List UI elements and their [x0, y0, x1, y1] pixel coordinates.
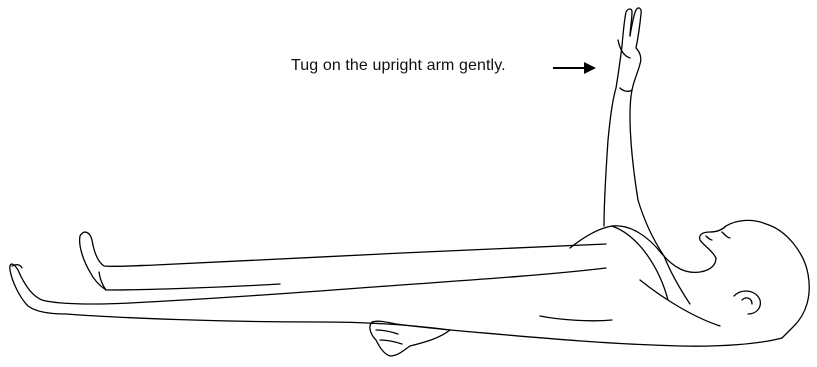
far-leg	[80, 232, 606, 290]
shoulder-lines	[640, 256, 720, 326]
right-arrow-icon	[553, 62, 596, 74]
raised-arm	[604, 8, 664, 256]
instruction-caption: Tug on the upright arm gently.	[291, 57, 506, 75]
head	[700, 220, 810, 338]
torso	[450, 226, 782, 346]
resting-hand	[370, 321, 450, 356]
